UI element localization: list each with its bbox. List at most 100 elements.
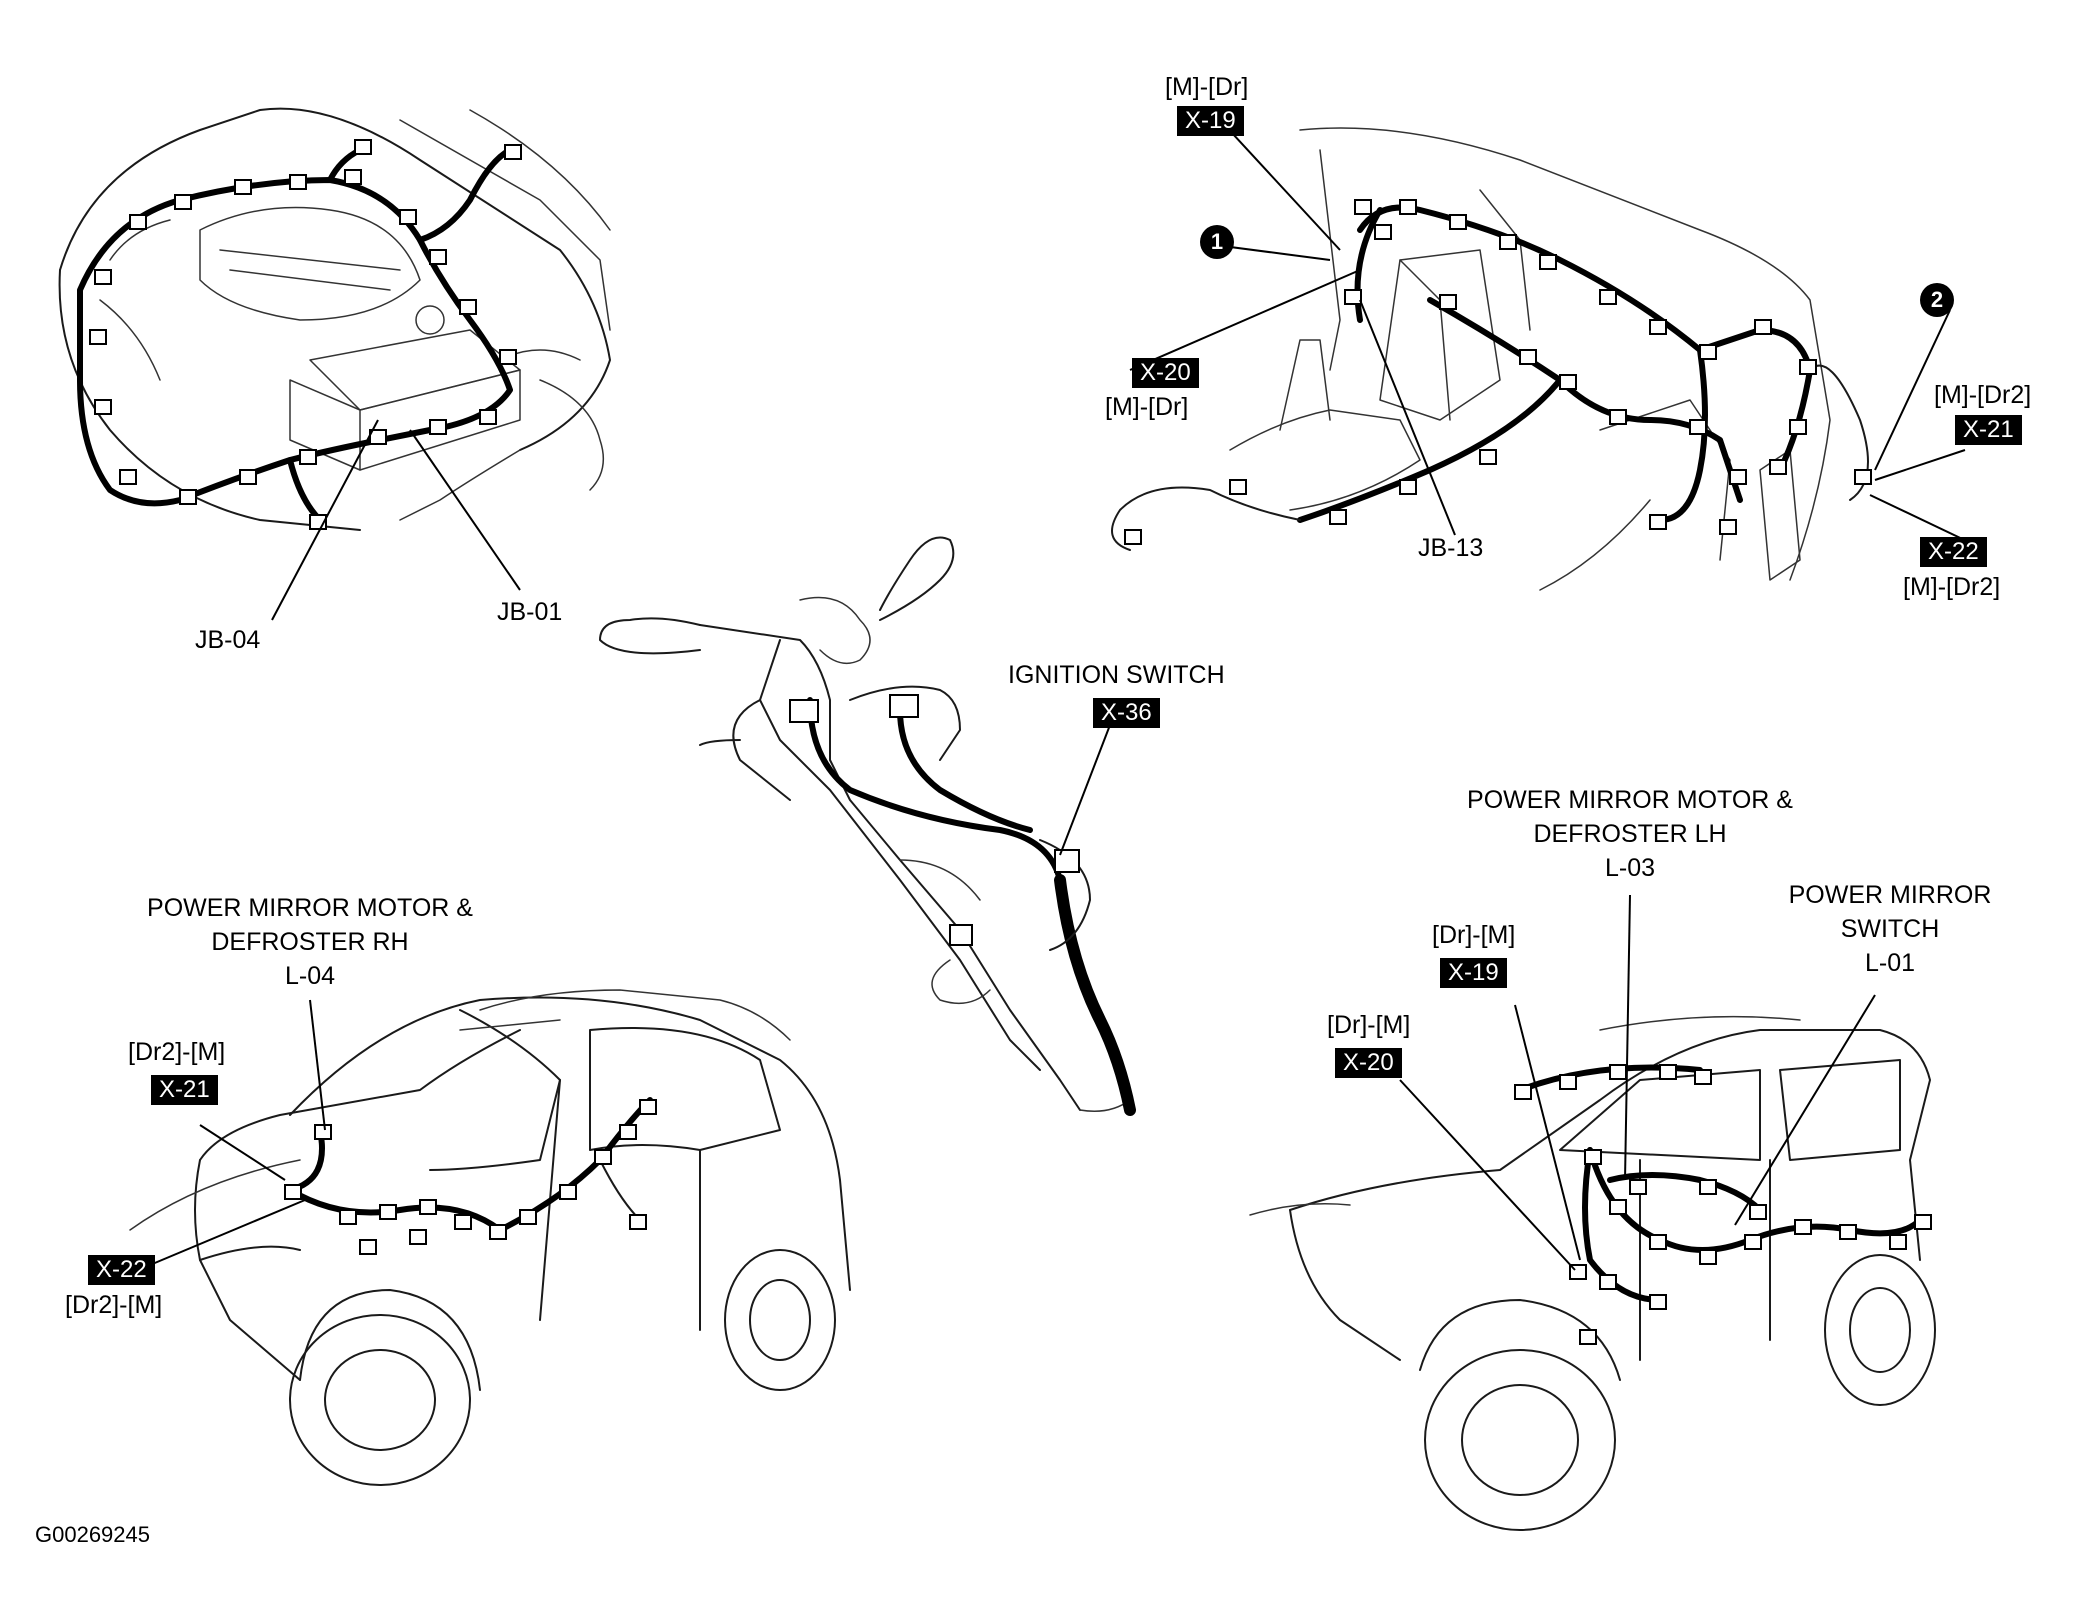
badge-x19-right: X-19	[1440, 958, 1507, 988]
connector-block	[1794, 1219, 1812, 1235]
connector-block	[429, 419, 447, 435]
connector-block	[314, 1124, 332, 1140]
connector-block	[284, 1184, 302, 1200]
label-x21-top-pin: [M]-[Dr2]	[1934, 381, 2032, 409]
connector-block	[94, 269, 112, 285]
connector-block	[1789, 419, 1807, 435]
connector-block	[1694, 1069, 1712, 1085]
badge-x21-left: X-21	[151, 1075, 218, 1105]
connector-block	[1229, 479, 1247, 495]
connector-block	[499, 349, 517, 365]
connector-block	[459, 299, 477, 315]
connector-block	[419, 1199, 437, 1215]
engine-bay-illustration	[58, 107, 611, 531]
connector-block	[1609, 1199, 1627, 1215]
connector-block	[504, 144, 522, 160]
connector-block	[129, 214, 147, 230]
connector-block	[1354, 199, 1372, 215]
connector-block	[299, 449, 317, 465]
connector-block	[1699, 344, 1717, 360]
connector-block	[1799, 359, 1817, 375]
connector-block	[1539, 254, 1557, 270]
connector-block	[174, 194, 192, 210]
badge-x19-top: X-19	[1177, 106, 1244, 136]
label-x20-right-pin: [Dr]-[M]	[1327, 1011, 1411, 1039]
connector-block	[399, 209, 417, 225]
connector-block	[1329, 509, 1347, 525]
label-lh-title-line1: POWER MIRROR MOTOR &	[1467, 786, 1793, 814]
dashboard-illustration	[1111, 127, 1872, 591]
badge-x22-left: X-22	[88, 1255, 155, 1285]
connector-block	[354, 139, 372, 155]
connector-block	[1689, 419, 1707, 435]
label-x22-left-pin: [Dr2]-[M]	[65, 1291, 163, 1319]
connector-block	[1754, 319, 1772, 335]
label-switch-line2: SWITCH	[1840, 915, 1940, 943]
connector-block	[89, 329, 107, 345]
connector-block	[1439, 294, 1457, 310]
connector-block	[1649, 1294, 1667, 1310]
connector-block	[1719, 519, 1737, 535]
label-lh-code: L-03	[1604, 854, 1656, 882]
connector-block	[1374, 224, 1392, 240]
connector-block	[1769, 459, 1787, 475]
connector-block	[1629, 1179, 1647, 1195]
connector-block	[1599, 289, 1617, 305]
connector-block	[489, 1224, 507, 1240]
connector-block	[119, 469, 137, 485]
label-lh-title-line2: DEFROSTER LH	[1533, 820, 1727, 848]
connector-block	[1609, 1064, 1627, 1080]
label-jb01: JB-01	[497, 598, 563, 626]
badge-x22-top: X-22	[1920, 537, 1987, 567]
connector-block	[1649, 514, 1667, 530]
connector-block	[1399, 479, 1417, 495]
label-x22-top-pin: [M]-[Dr2]	[1903, 573, 2001, 601]
connector-block	[519, 1209, 537, 1225]
connector-block	[619, 1124, 637, 1140]
label-rh-title-line2: DEFROSTER RH	[211, 928, 409, 956]
connector-block	[1609, 409, 1627, 425]
connector-block	[1559, 374, 1577, 390]
badge-x21-top: X-21	[1955, 415, 2022, 445]
connector-block	[594, 1149, 612, 1165]
connector-block	[1514, 1084, 1532, 1100]
vehicle-lh-illustration	[1249, 1015, 1936, 1531]
steering-column-illustration	[599, 536, 1136, 1116]
label-jb04: JB-04	[195, 626, 261, 654]
connector-block	[1649, 319, 1667, 335]
leader-lines	[149, 119, 1976, 1271]
connector-block	[1344, 289, 1362, 305]
connector-block	[379, 1204, 397, 1220]
badge-x20-right: X-20	[1335, 1048, 1402, 1078]
vehicle-rh-illustration	[129, 989, 851, 1486]
label-rh-code: L-04	[284, 962, 336, 990]
connector-block	[1699, 1179, 1717, 1195]
label-x21-left-pin: [Dr2]-[M]	[128, 1038, 226, 1066]
connector-block	[1449, 214, 1467, 230]
label-x20-top-pin: [M]-[Dr]	[1105, 393, 1189, 421]
label-switch-line1: POWER MIRROR	[1788, 881, 1992, 909]
connector-block	[1749, 1204, 1767, 1220]
callout-1-icon: 1	[1200, 225, 1234, 259]
connector-block	[1854, 469, 1872, 485]
connector-block	[1729, 469, 1747, 485]
connector-block	[1399, 199, 1417, 215]
connector-block	[1889, 1234, 1907, 1250]
connector-block	[1519, 349, 1537, 365]
label-x19-top-pin: [M]-[Dr]	[1165, 73, 1249, 101]
connector-block	[344, 169, 362, 185]
connector-block	[1649, 1234, 1667, 1250]
connector-block	[94, 399, 112, 415]
connector-block	[429, 249, 447, 265]
connector-block	[639, 1099, 657, 1115]
connector-block	[239, 469, 257, 485]
label-x19-right-pin: [Dr]-[M]	[1432, 921, 1516, 949]
connector-block	[1839, 1224, 1857, 1240]
callout-2-icon: 2	[1920, 283, 1954, 317]
label-switch-code: L-01	[1864, 949, 1916, 977]
connector-block	[179, 489, 197, 505]
connector-block	[359, 1239, 377, 1255]
connector-block	[559, 1184, 577, 1200]
connector-block	[1659, 1064, 1677, 1080]
connector-block	[1599, 1274, 1617, 1290]
